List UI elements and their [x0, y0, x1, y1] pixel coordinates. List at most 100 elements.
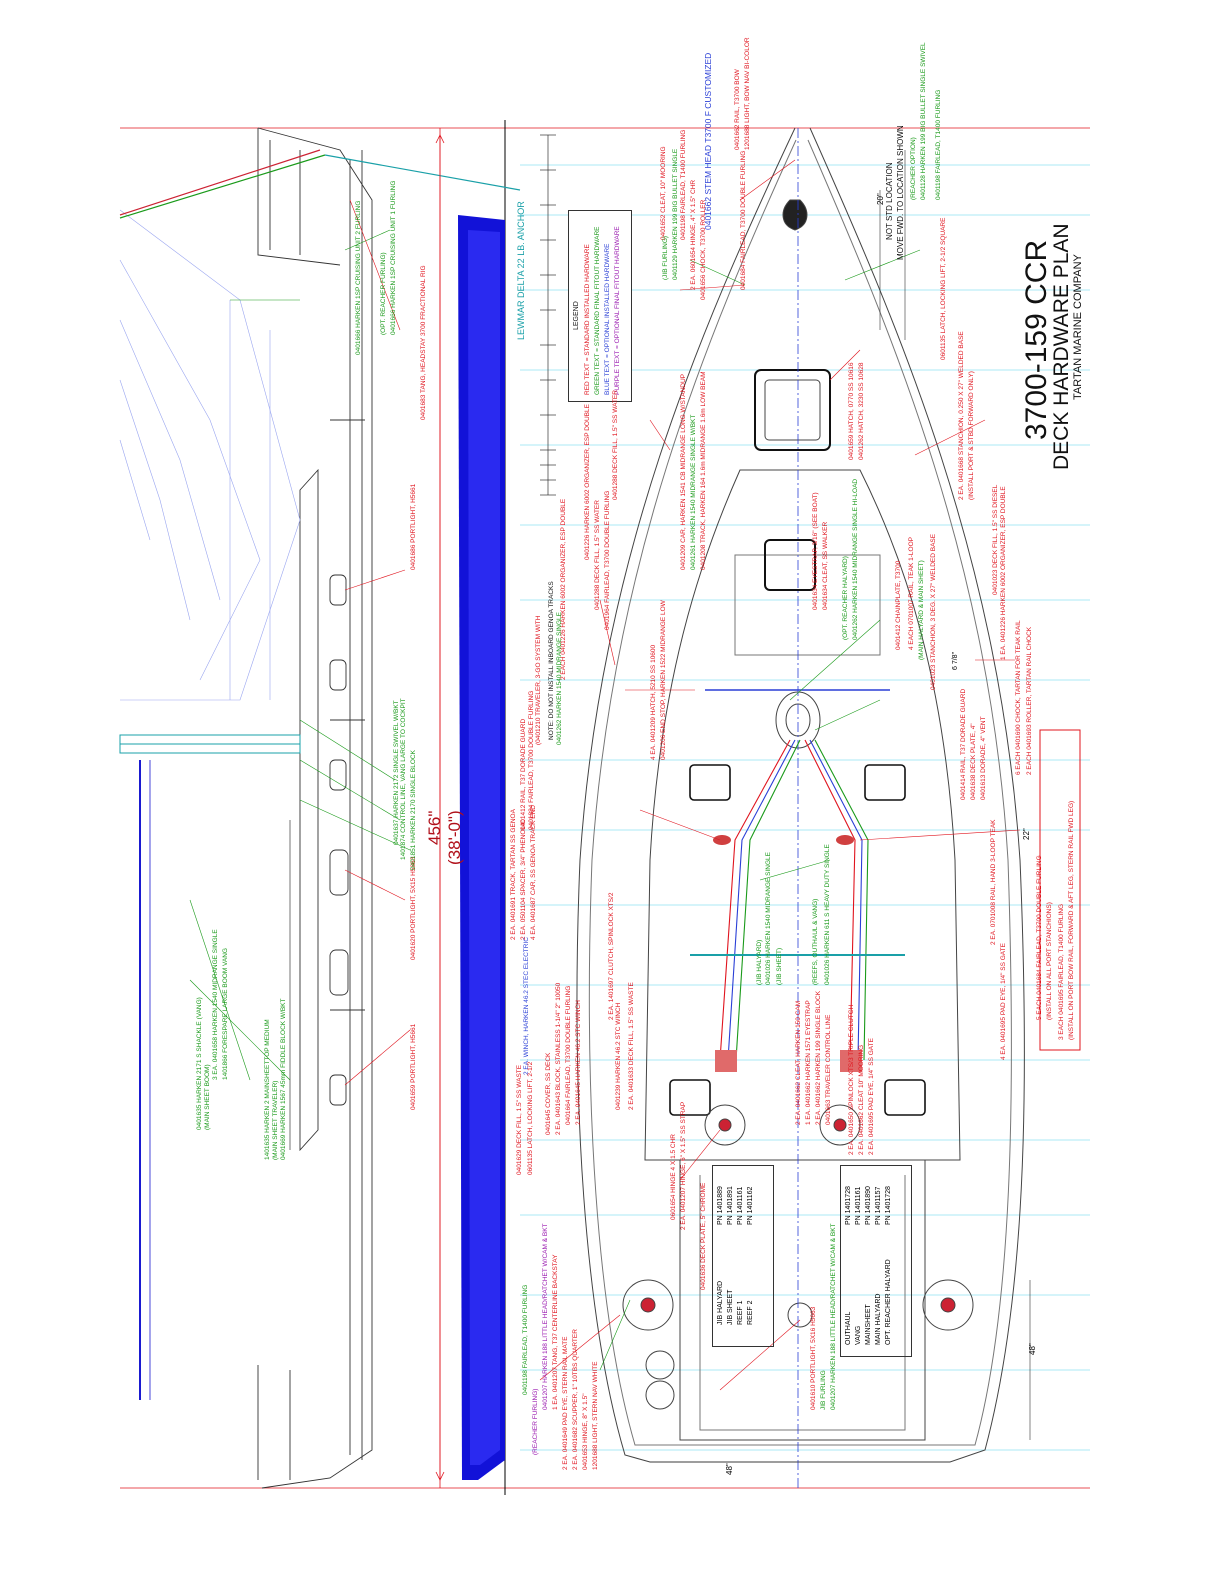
clutches [713, 835, 862, 1072]
dim-48-bottom: 48" [725, 1463, 734, 1475]
deck-callout-18: 0401288 DECK FILL, 1.5" SS WATER [612, 390, 619, 500]
deck-callout-29: 0401206 END STOP, HARKEN 1522 MIDRANGE L… [660, 600, 667, 760]
dim-20: 20" [876, 193, 885, 205]
deck-callout-26: (0401210 TRAVELER, 3-GO SYSTEM WITH [535, 615, 542, 745]
deck-callout-13: 0601135 LATCH, LOCKING LIFT, 2-1/2 SQUAR… [940, 217, 947, 360]
boom-assembly [119, 734, 301, 1400]
side-callout-2: 0401666 HARKEN 1SP CRUISING UNIT 1 FURLI… [390, 180, 397, 335]
side-callout-14: 1401866 FORESPARE LARGE BOOM VANG [222, 948, 229, 1080]
bow-note-2: MOVE FWD. TO LOCATION SHOWN [896, 125, 905, 260]
legend-box [568, 210, 632, 402]
deck-callout-56: 2 EA. 0501104 SPACER, 3/4" PHENOLIC [520, 819, 527, 940]
placard-port-pn-4: PN 1401162 [747, 1186, 754, 1225]
scale-ruler [540, 134, 556, 496]
dim-6-7-8: 6 7/8" [952, 651, 959, 670]
deck-callout-16: 2 EA. 0401668 STANCHION, 0.250 X 27" WEL… [958, 331, 965, 500]
placard-port-row-2: JIB SHEET [727, 1289, 734, 1325]
deck-callout-63: 2 EA. 0401650 SPINLOCK XTS/3 TRIPLE CLUT… [848, 1004, 855, 1155]
deck-callout-57: 4 EA. 0401687 CAR, SS GENOA TRACK END [530, 805, 537, 940]
deck-callout-53: (REEFS, OUTHAUL & VANG) [812, 898, 819, 985]
placard-stbd-row-5: OPT. REACHER HALYARD [885, 1259, 892, 1345]
side-callout-10: 0401637 HARKEN 2172 SINGLE SWIVEL W/BKT [393, 700, 400, 845]
deck-red-leaders [539, 159, 1021, 1391]
deck-callout-10: 0401128 HARKEN 199 BIG BULLET SINGLE SWI… [920, 42, 927, 200]
side-callout-11: 0401635 HARKEN 2171 S SHACKLE (VANG) [196, 997, 203, 1130]
deck-callout-32: 0401208 TRACK, HARKEN 164 1.6m MIDRANGE … [700, 371, 707, 570]
deck-callout-50: (JIB HALYARD) [756, 939, 763, 985]
placard-stbd-pn-4: PN 1401157 [875, 1186, 882, 1225]
deck-callout-34: 0401634 CLEAT, SS WALKER [822, 521, 829, 610]
placard-stbd-row-4: MAIN HALYARD [875, 1293, 882, 1345]
legend-line-green: GREEN TEXT = STANDARD FINAL FITOUT HARDW… [594, 226, 601, 395]
deck-callout-41: 0401023 STANCHION, 3 DEG. X 27" WELDED B… [930, 533, 937, 690]
side-callout-15: 1401635 HARKEN 2 MAINSHEETTOP MEDIUM [264, 1019, 271, 1160]
deck-callout-37: (OPT. REACHER HALYARD) [842, 556, 849, 640]
deck-callout-52: (JIB SHEET) [776, 947, 783, 985]
placard-stbd-pn-5: PN 1401728 [885, 1186, 892, 1225]
headstay [119, 149, 521, 219]
deck-callout-68: 3 EACH 0401695 FAIRLEAD, T1400 FURLING [1058, 903, 1065, 1040]
deck-green-leaders [599, 249, 921, 1371]
placard-port-pn-1: PN 1401889 [717, 1186, 724, 1225]
title-plan: DECK HARDWARE PLAN [1050, 223, 1073, 470]
deck-callout-36: 0401023 DECK FILL, 1.5" SS DIESEL [992, 484, 999, 595]
deck-callout-35: 4 EACH 0701007 RAIL, TEAK 1-LOOP [908, 537, 915, 650]
deck-callout-39: 0401412 CHAINPLATE, T3700 [895, 560, 902, 650]
deck-callout-30: 0401209 CAR, HARKEN 1541 CB MIDRANGE LON… [680, 373, 687, 570]
side-callout-7: 0401659 PORTLIGHT, H5661 [410, 1023, 417, 1110]
deck-callout-69: (INSTALL ON PORT BOW RAIL, FORWARD & AFT… [1068, 800, 1075, 1040]
deck-callout-79: 0601654 HINGE 4 X 1.5 CHR [670, 1134, 677, 1220]
deck-callout-54: 0401026 HARKEN 611 S HEAVY DUTY SINGLE [824, 844, 831, 985]
deck-callout-48: 2 EA. 0701008 RAIL, HAND 3-LOOP TEAK [990, 819, 997, 946]
deck-callout-58: 2 EA. 1401697 CLUTCH, SPINLOCK XTS/2 [608, 892, 615, 1020]
side-red-leaders [344, 199, 411, 1086]
deck-callout-81: 0401636 DECK PLATE, 5" CHROME [700, 1182, 707, 1290]
deck-callout-47: 0401613 DORADE, 4" VENT [980, 716, 987, 800]
deck-callout-62: 0401663 TRAVELER CONTROL LINE [825, 1014, 832, 1125]
overall-length-dimension [435, 134, 445, 1481]
install-note-box [1039, 729, 1081, 1051]
deck-callout-3: 0401652 CLEAT, 10" MOORING [660, 146, 667, 240]
deck-callout-78: 0601135 LATCH, LOCKING LIFT, 2-1/2 [527, 1061, 534, 1175]
deck-callout-11: (REACHER OPTION) [910, 137, 917, 200]
side-callout-13: 3 EA. 0401658 HARKEN 1540 MIDRANGE SINGL… [212, 929, 219, 1080]
legend-heading: LEGEND [573, 301, 580, 330]
deck-callout-1: 0401662 RAIL, T3700 BOW [734, 69, 741, 150]
placard-stbd-row-2: VANG [855, 1325, 862, 1345]
deck-callout-82: 0401610 PORTLIGHT, 5X16 H5663 [810, 1306, 817, 1410]
deck-callout-51: 0401026 HARKEN 1540 MIDRANGE SINGLE [765, 852, 772, 985]
deck-callout-12: 0401198 FAIRLEAD, T1400 FURLING [935, 89, 942, 200]
side-callout-5: 0401686 PORTLIGHT, H5661 [410, 483, 417, 570]
deck-callout-84: 0401207 HARKEN 188 LITTLE HEAD/RATCHET W… [830, 1223, 837, 1410]
hull-profile-blue [458, 215, 505, 1480]
deck-callout-91: 0401653 HINGE, 8" X 1.5" [582, 1393, 589, 1470]
deck-callout-31: 0401261 HARKEN 1540 MIDRANGE SINGLE W/BK… [690, 414, 697, 570]
placard-stbd-pn-3: PN 1401890 [865, 1186, 872, 1225]
side-callout-1: 0401683 TANG, HEADSTAY 3700 FRACTIONAL R… [420, 265, 427, 421]
deck-callout-14: 0401659 HATCH, 0770 SS 10616 [848, 362, 855, 460]
placard-stbd-row-1: OUTHAUL [845, 1311, 852, 1345]
overall-length-feet: (38'-0") [445, 810, 464, 865]
deck-callout-15: 0401262 HATCH, 3230 SS 10628 [858, 362, 865, 460]
placard-stbd-row-3: MAINSHEET [865, 1304, 872, 1345]
placard-port-pn-2: PN 1401891 [727, 1186, 734, 1225]
deck-callout-72: 2 EA. 0401643 BLOCK, STAINLESS 1-1/4" 2"… [555, 982, 562, 1135]
deck-callout-40: (MAIN HALYARD & MAIN SHEET) [918, 560, 925, 660]
title-company: TARTAN MARINE COMPANY [1072, 254, 1084, 400]
deck-callout-88: 1 EA. 0401207 TANG, T37 CENTERLINE BACKS… [552, 1254, 559, 1410]
side-callout-4: 0401666 HARKEN 1SP CRUISING UNIT 2 FURLI… [355, 200, 362, 355]
placard-port-row-1: JIB HALYARD [717, 1280, 724, 1325]
deck-callout-27: 0401262 HARKEN 1540 MIDRANGE SINGLE [556, 612, 563, 745]
side-callout-8: 0401851 HARKEN 2170 SINGLE BLOCK [410, 750, 417, 870]
deck-callout-60: 1 EA. 0401662 HARKEN 1571 EYESTRAP [805, 1000, 812, 1125]
deck-callout-64: 2 EA. 0401662 CLEAT 10" MOORING [858, 1044, 865, 1155]
deck-callout-33: 0401634 EYESTRAP, 3/16" (SEE BOAT) [812, 492, 819, 610]
deck-callout-4: 0401198 FAIRLEAD, T1400 FURLING [680, 129, 687, 240]
deck-callout-8: 0401656 CHOCK, T3700 ROLLER [700, 199, 707, 300]
overall-length-inches: 456" [425, 810, 444, 845]
deck-callout-75: 0401239 HARKEN 46.2 STC WINCH [615, 1002, 622, 1110]
deck-callout-43: 6 EACH 0401690 CHOCK, TARTAN FOR TEAK RA… [1015, 620, 1022, 775]
deck-callout-38: 0401262 HARKEN 1540 MIDRANGE SINGLE HI-L… [852, 478, 859, 640]
deck-callout-28: 4 EA. 0401209 HATCH, 5210 SS 10600 [650, 644, 657, 760]
deck-callout-46: 0401638 DECK PLATE, 4" [970, 723, 977, 800]
